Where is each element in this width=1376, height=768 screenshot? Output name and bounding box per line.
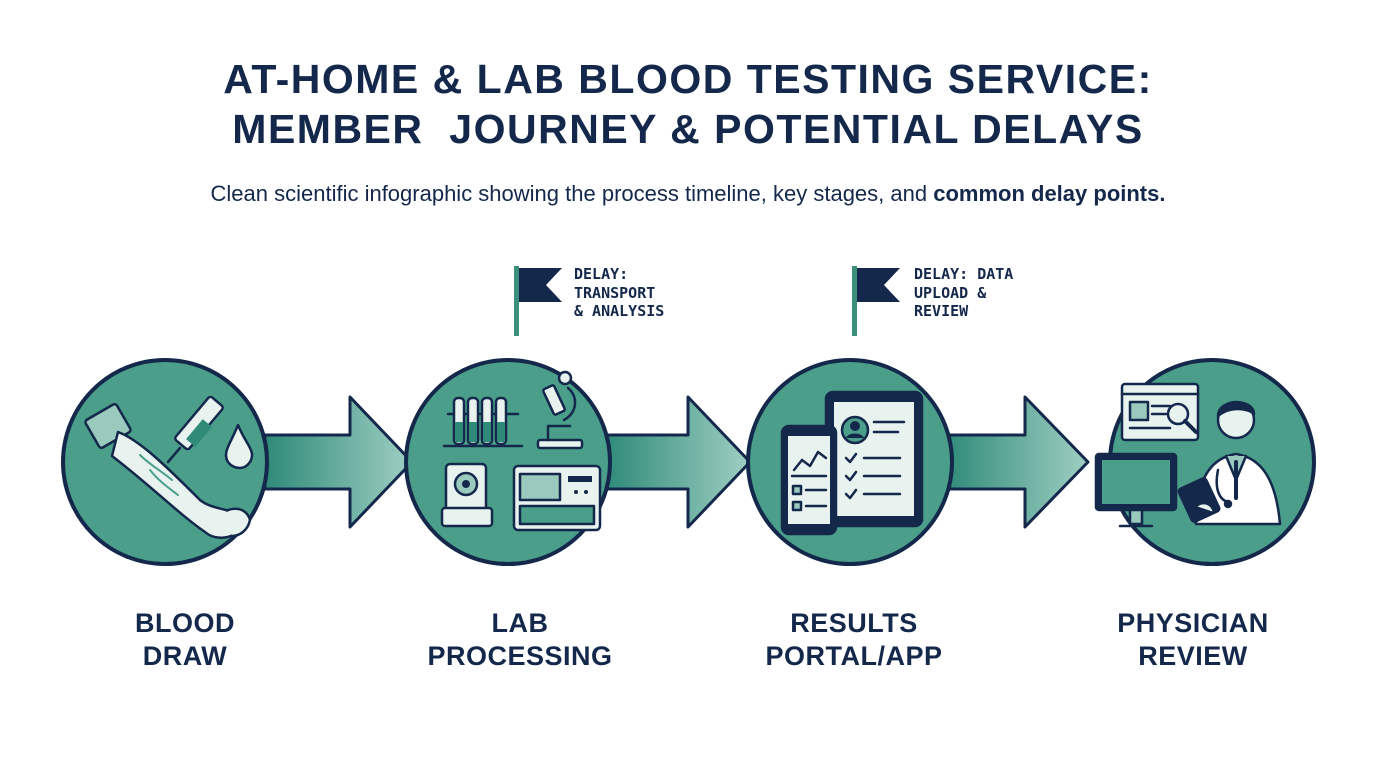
phone-tablet-results-icon — [780, 390, 924, 536]
stage-circle-lab-processing — [404, 358, 612, 566]
stage-4-line-1: PHYSICIAN — [1117, 608, 1269, 638]
page-title: AT-HOME & LAB BLOOD TESTING SERVICE: MEM… — [0, 54, 1376, 154]
delay-2-line-3: REVIEW — [914, 302, 969, 320]
delay-1-line-3: & ANALYSIS — [574, 302, 665, 320]
arrow-2 — [603, 395, 752, 529]
stage-4-line-2: REVIEW — [1138, 641, 1248, 671]
stage-label-physician-review: PHYSICIAN REVIEW — [1063, 607, 1323, 673]
physician-computer-icon — [1094, 382, 1282, 528]
subtitle-bold: common delay points. — [933, 181, 1166, 206]
delay-text-2: DELAY: DATA UPLOAD & REVIEW — [914, 265, 1013, 321]
delay-flag-1 — [514, 266, 562, 336]
stage-2-line-2: PROCESSING — [427, 641, 613, 671]
title-line-1: AT-HOME & LAB BLOOD TESTING SERVICE: — [223, 56, 1153, 102]
stage-1-line-1: BLOOD — [135, 608, 235, 638]
title-line-2: MEMBER JOURNEY & POTENTIAL DELAYS — [232, 106, 1144, 152]
lab-equipment-icon — [440, 370, 602, 532]
delay-flag-2 — [852, 266, 900, 336]
delay-2-line-2: UPLOAD & — [914, 283, 987, 302]
subtitle: Clean scientific infographic showing the… — [0, 181, 1376, 207]
stage-2-line-1: LAB — [491, 608, 549, 638]
delay-2-line-1: DELAY: DATA — [914, 265, 1014, 283]
stage-label-blood-draw: BLOOD DRAW — [55, 607, 315, 673]
arm-blood-draw-icon — [84, 395, 254, 539]
stage-label-lab-processing: LAB PROCESSING — [390, 607, 650, 673]
stage-label-results-portal: RESULTS PORTAL/APP — [724, 607, 984, 673]
stage-1-line-2: DRAW — [142, 641, 228, 671]
delay-text-1: DELAY: TRANSPORT & ANALYSIS — [574, 265, 664, 321]
arrow-3 — [943, 395, 1090, 529]
subtitle-text: Clean scientific infographic showing the… — [210, 181, 934, 206]
stage-3-line-1: RESULTS — [790, 608, 918, 638]
delay-1-line-2: TRANSPORT — [574, 283, 656, 302]
delay-1-line-1: DELAY: — [574, 265, 629, 283]
arrow-1 — [263, 395, 414, 529]
stage-3-line-2: PORTAL/APP — [765, 641, 943, 671]
